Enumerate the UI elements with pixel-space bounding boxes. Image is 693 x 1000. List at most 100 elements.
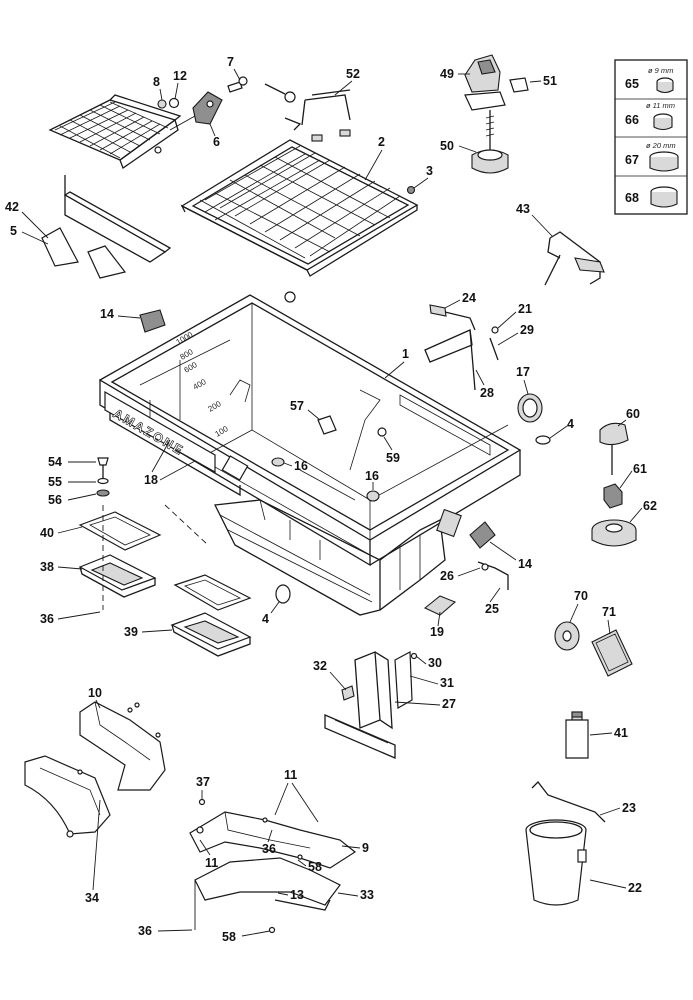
label-4-right: 4	[567, 417, 574, 431]
plates-38-39-40	[78, 504, 252, 657]
deflector-33	[194, 854, 341, 911]
screen-section-top-left	[41, 94, 196, 279]
bolt-37	[198, 798, 206, 806]
label-13: 13	[290, 888, 304, 902]
label-51: 51	[543, 74, 557, 88]
label-26: 26	[440, 569, 454, 583]
bucket-22	[525, 819, 587, 906]
plug-14-lower	[469, 521, 496, 549]
handle-52	[264, 83, 351, 142]
clamp-43	[544, 231, 605, 286]
label-12: 12	[173, 69, 187, 83]
bracket-27-30-31-32	[324, 651, 418, 759]
label-27: 27	[442, 697, 456, 711]
plug-14-top	[139, 309, 166, 333]
nut-3	[406, 185, 416, 195]
label-4-lower: 4	[262, 612, 269, 626]
part-19	[423, 595, 457, 616]
label-28: 28	[480, 386, 494, 400]
label-39: 39	[124, 625, 138, 639]
label-56: 56	[48, 493, 62, 507]
lever-assembly	[424, 304, 499, 391]
label-68: 68	[625, 191, 639, 205]
part-57	[317, 415, 337, 435]
label-23: 23	[622, 801, 636, 815]
label-49: 49	[440, 67, 454, 81]
label-10: 10	[88, 686, 102, 700]
plug-4-right	[535, 435, 551, 445]
guard-34	[24, 755, 111, 838]
label-11-top: 11	[284, 768, 297, 782]
label-33: 33	[360, 888, 374, 902]
label-5: 5	[10, 224, 17, 238]
label-61: 61	[633, 462, 647, 476]
label-9: 9	[362, 841, 369, 855]
plug-4-lower	[275, 584, 291, 604]
label-3: 3	[426, 164, 433, 178]
label-58-top: 58	[308, 860, 322, 874]
label-17: 17	[516, 365, 530, 379]
label-29: 29	[520, 323, 534, 337]
scale-200: 200	[207, 399, 224, 414]
label-31: 31	[440, 676, 454, 690]
plug-16-right	[366, 490, 380, 502]
label-58-bottom: 58	[222, 930, 236, 944]
label-59: 59	[386, 451, 400, 465]
label-2: 2	[378, 135, 385, 149]
label-50: 50	[440, 139, 454, 153]
scale-800: 800	[179, 347, 196, 362]
hopper-screen-2	[180, 139, 419, 277]
deflector-9	[189, 811, 357, 869]
label-30: 30	[428, 656, 442, 670]
label-42: 42	[5, 200, 19, 214]
guard-10	[79, 701, 166, 791]
label-21: 21	[518, 302, 532, 316]
label-66: 66	[625, 113, 639, 127]
hopper-body-1	[98, 291, 522, 567]
label-22: 22	[628, 881, 642, 895]
label-57: 57	[290, 399, 304, 413]
label-14-lower: 14	[518, 557, 532, 571]
frame-lower	[214, 499, 462, 616]
label-11-left: 11	[205, 856, 218, 870]
label-60: 60	[626, 407, 640, 421]
label-65: 65	[625, 77, 639, 91]
label-67: 67	[625, 153, 639, 167]
label-36-top: 36	[40, 612, 54, 626]
label-70: 70	[574, 589, 588, 603]
label-36-mid: 36	[262, 842, 276, 856]
label-40: 40	[40, 526, 54, 540]
hook-23	[531, 781, 606, 823]
label-32: 32	[313, 659, 327, 673]
label-16-right: 16	[365, 469, 379, 483]
part-59	[377, 427, 387, 437]
label-25: 25	[485, 602, 499, 616]
label-36-bottom: 36	[138, 924, 152, 938]
label-43: 43	[516, 202, 530, 216]
label-54: 54	[48, 455, 62, 469]
label-41: 41	[614, 726, 628, 740]
label-38: 38	[40, 560, 54, 574]
adjuster-49-50-51	[464, 54, 529, 174]
label-34: 34	[85, 891, 99, 905]
inset-size-9mm: ø 9 mm	[648, 66, 673, 75]
bottle-41	[565, 711, 589, 759]
label-52: 52	[346, 67, 360, 81]
adjuster-60-61-62	[591, 422, 637, 547]
inset-size-11mm: ø 11 mm	[646, 101, 675, 110]
scale-400: 400	[192, 377, 209, 392]
label-16-left: 16	[294, 459, 308, 473]
plate-71	[591, 629, 633, 677]
label-71: 71	[602, 605, 616, 619]
scale-1000: 1000	[175, 330, 195, 347]
label-7: 7	[227, 55, 234, 69]
bracket-assembly-6-7-8-12	[157, 76, 248, 125]
label-14-top: 14	[100, 307, 114, 321]
label-8: 8	[153, 75, 160, 89]
label-19: 19	[430, 625, 444, 639]
label-24: 24	[462, 291, 476, 305]
label-37: 37	[196, 775, 210, 789]
plug-16-left	[271, 457, 285, 467]
label-18: 18	[144, 473, 158, 487]
